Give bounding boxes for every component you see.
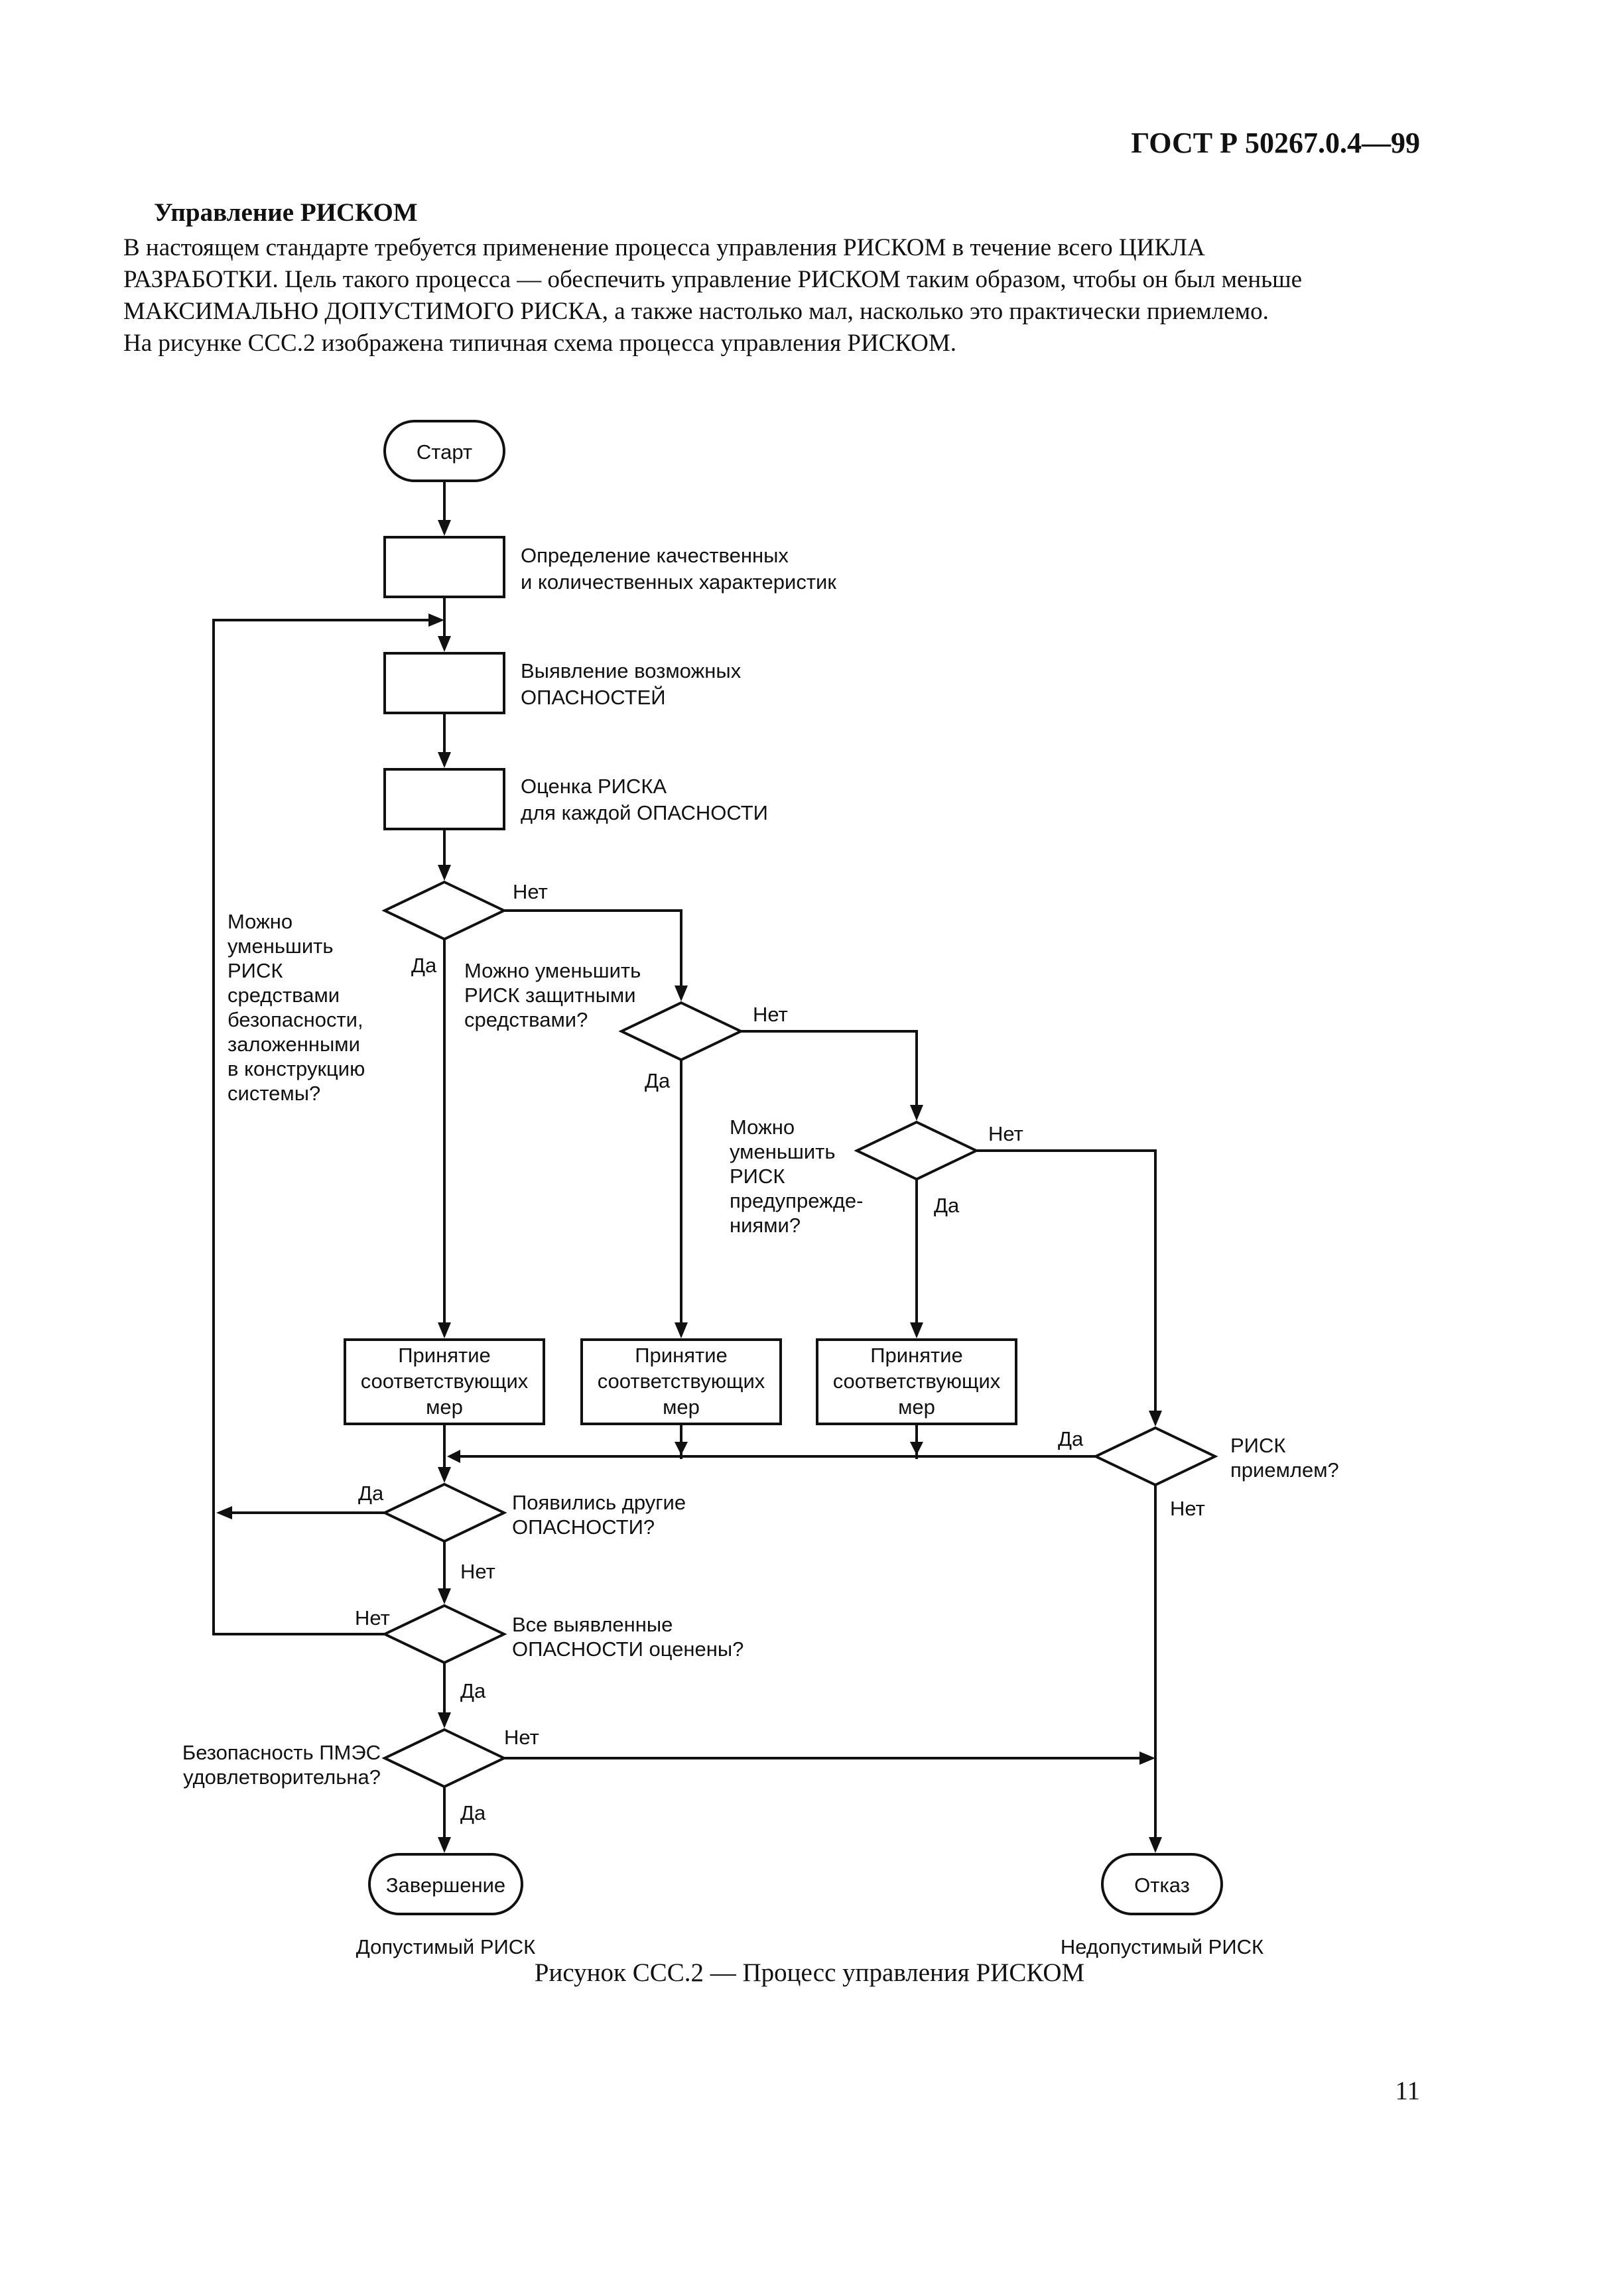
svg-text:Можно: Можно <box>227 910 292 933</box>
svg-text:ОПАСНОСТИ?: ОПАСНОСТИ? <box>512 1515 655 1539</box>
svg-text:Нет: Нет <box>355 1606 390 1629</box>
end-fail-label: Отказ <box>1134 1874 1190 1897</box>
measures-label: мер <box>898 1395 935 1419</box>
measures-label: соответствующих <box>833 1370 1001 1393</box>
result-ok-label: Допустимый РИСК <box>356 1935 535 1958</box>
svg-text:заложенными: заложенными <box>227 1033 360 1056</box>
paragraph-line: В настоящем стандарте требуется применен… <box>123 234 1205 261</box>
svg-text:средствами: средствами <box>227 984 340 1007</box>
decision-design <box>381 880 507 941</box>
decision-protective <box>618 1001 744 1062</box>
svg-text:предупрежде-: предупрежде- <box>730 1189 864 1212</box>
svg-text:в конструкцию: в конструкцию <box>227 1057 365 1080</box>
measures-label: Принятие <box>870 1344 963 1367</box>
svg-text:ниями?: ниями? <box>730 1214 801 1237</box>
svg-text:Да: Да <box>934 1194 960 1217</box>
svg-text:Да: Да <box>460 1679 486 1702</box>
identify-box <box>383 652 505 714</box>
decision-safety <box>381 1728 507 1789</box>
connectors <box>212 481 1157 1849</box>
paragraph-line: МАКСИМАЛЬНО ДОПУСТИМОГО РИСКА, а также н… <box>123 298 1269 325</box>
svg-text:РИСК: РИСК <box>1230 1434 1285 1457</box>
measures-box-design <box>344 1338 545 1425</box>
define-box <box>383 536 505 598</box>
paragraph-line: РАЗРАБОТКИ. Цель такого процесса — обесп… <box>123 266 1303 293</box>
question-acceptable: РИСК приемлем? <box>1230 1434 1339 1482</box>
svg-text:Нет: Нет <box>460 1560 495 1583</box>
svg-text:Да: Да <box>460 1801 486 1824</box>
svg-text:уменьшить: уменьшить <box>227 934 334 958</box>
figure-caption: Рисунок ССС.2 — Процесс управления РИСКО… <box>534 1958 1085 1987</box>
end-fail-terminal <box>1101 1853 1223 1915</box>
intro-paragraph: В настоящем стандарте требуется применен… <box>123 232 1423 359</box>
svg-text:РИСК: РИСК <box>730 1165 785 1188</box>
svg-text:Нет: Нет <box>513 880 548 903</box>
svg-text:Да: Да <box>358 1482 384 1505</box>
measures-box-warnings <box>816 1338 1017 1425</box>
svg-text:системы?: системы? <box>227 1082 320 1105</box>
arrowheads <box>216 520 1162 1853</box>
svg-text:Можно: Можно <box>730 1116 795 1139</box>
measures-label: соответствующих <box>361 1370 529 1393</box>
identify-label: Выявление возможных <box>521 659 742 682</box>
section-title: Управление РИСКОМ <box>154 198 418 227</box>
measures-box-protective <box>580 1338 782 1425</box>
decision-acceptable <box>1092 1426 1218 1487</box>
question-protective: Можно уменьшить РИСК защитными средствам… <box>464 959 641 1031</box>
assess-label: Оценка РИСКА <box>521 775 667 798</box>
svg-text:ОПАСНОСТИ оценены?: ОПАСНОСТИ оценены? <box>512 1637 744 1661</box>
branch-labels: Нет Да Нет Да Нет Да Да Нет Да Нет Нет Д… <box>355 880 1205 1824</box>
document-code: ГОСТ Р 50267.0.4—99 <box>1131 127 1420 159</box>
question-safety: Безопасность ПМЭС удовлетворительна? <box>182 1741 381 1789</box>
svg-text:удовлетворительна?: удовлетворительна? <box>183 1765 381 1789</box>
svg-text:Да: Да <box>411 954 437 977</box>
question-design: Можно уменьшить РИСК средствами безопасн… <box>227 910 365 1105</box>
paragraph-line: На рисунке ССС.2 изображена типичная схе… <box>123 330 957 357</box>
svg-text:Безопасность ПМЭС: Безопасность ПМЭС <box>182 1741 381 1764</box>
page-number: 11 <box>1395 2076 1420 2105</box>
svg-text:безопасности,: безопасности, <box>227 1008 363 1031</box>
assess-label: для каждой ОПАСНОСТИ <box>521 801 768 824</box>
svg-text:Нет: Нет <box>753 1003 788 1026</box>
define-label: Определение качественных <box>521 544 789 567</box>
question-all-assessed: Все выявленные ОПАСНОСТИ оценены? <box>512 1613 744 1661</box>
svg-text:уменьшить: уменьшить <box>730 1140 836 1163</box>
identify-label: ОПАСНОСТЕЙ <box>521 685 666 709</box>
svg-text:Появились другие: Появились другие <box>512 1491 686 1514</box>
measures-label: мер <box>663 1395 700 1419</box>
svg-text:Да: Да <box>1058 1427 1084 1450</box>
decision-all-assessed <box>381 1604 507 1665</box>
decision-warnings <box>854 1120 980 1181</box>
svg-text:Нет: Нет <box>504 1726 539 1749</box>
result-fail-label: Недопустимый РИСК <box>1061 1935 1263 1958</box>
start-label: Старт <box>417 440 472 464</box>
measures-label: Принятие <box>398 1344 491 1367</box>
end-ok-terminal <box>368 1853 523 1915</box>
end-ok-label: Завершение <box>386 1874 505 1897</box>
svg-text:РИСК: РИСК <box>227 959 283 982</box>
decision-other-hazards <box>381 1482 507 1543</box>
svg-text:приемлем?: приемлем? <box>1230 1458 1339 1482</box>
define-label: и количественных характеристик <box>521 570 836 594</box>
measures-label: мер <box>426 1395 463 1419</box>
assess-box <box>383 768 505 830</box>
svg-text:Нет: Нет <box>1170 1497 1205 1520</box>
svg-text:Все выявленные: Все выявленные <box>512 1613 673 1636</box>
measures-label: Принятие <box>635 1344 728 1367</box>
measures-label: соответствующих <box>598 1370 765 1393</box>
svg-text:РИСК защитными: РИСК защитными <box>464 984 636 1007</box>
question-warnings: Можно уменьшить РИСК предупрежде- ниями? <box>730 1116 864 1237</box>
svg-text:Нет: Нет <box>988 1122 1023 1145</box>
svg-text:Да: Да <box>645 1069 671 1092</box>
svg-text:средствами?: средствами? <box>464 1008 588 1031</box>
question-other-hazards: Появились другие ОПАСНОСТИ? <box>512 1491 686 1539</box>
svg-text:Можно уменьшить: Можно уменьшить <box>464 959 641 982</box>
